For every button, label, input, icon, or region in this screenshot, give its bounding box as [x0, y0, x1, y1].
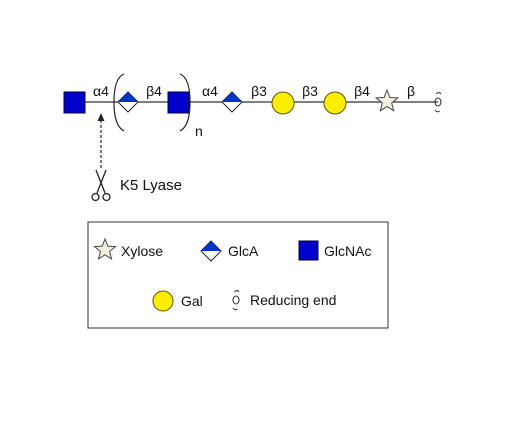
linkage-label-6: β4	[354, 83, 370, 99]
linkage-label-1: α4	[93, 83, 109, 99]
enzyme-label: K5 Lyase	[120, 177, 182, 194]
legend: Xylose GlcA GlcNAc Gal Reducing end	[87, 221, 389, 329]
legend-label-xylose: Xylose	[121, 243, 163, 259]
legend-label-gal: Gal	[181, 293, 203, 309]
glca-half-diamond-2	[221, 91, 243, 113]
legend-label-reducing-end: Reducing end	[250, 292, 336, 308]
gal-circle-1	[271, 91, 295, 115]
repeat-bracket-right	[179, 73, 191, 132]
repeat-subscript: n	[195, 123, 203, 139]
legend-box	[87, 221, 389, 329]
reducing-end-icon	[434, 91, 442, 113]
scissors-icon	[91, 169, 111, 202]
star-icon	[93, 237, 117, 260]
cleavage-arrow-head	[97, 113, 105, 121]
xylose-star	[374, 88, 400, 112]
linkage-label-5: β3	[302, 83, 318, 99]
repeat-bracket-left	[113, 73, 125, 132]
linkage-label-4: β3	[251, 83, 267, 99]
legend-label-glcnac: GlcNAc	[324, 243, 371, 259]
glcnac-square-2	[167, 91, 190, 114]
glcnac-square-1	[63, 91, 86, 114]
linkage-label-2: β4	[146, 83, 162, 99]
reducing-end-legend-icon	[232, 289, 240, 311]
gal-circle-2	[323, 91, 347, 115]
legend-label-glca: GlcA	[228, 243, 259, 259]
half-diamond-icon	[200, 240, 222, 262]
linkage-label-7: β	[407, 83, 415, 99]
circle-icon	[152, 290, 174, 312]
glca-half-diamond-1	[117, 91, 139, 113]
square-icon	[298, 240, 319, 261]
linkage-label-3: α4	[202, 83, 218, 99]
